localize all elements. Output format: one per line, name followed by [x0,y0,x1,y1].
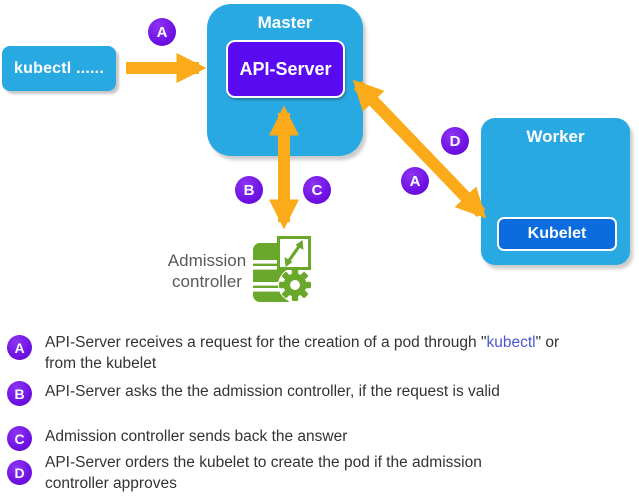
api-server-label: API-Server [239,58,332,79]
legend-text-b: API-Server asks the the admission contro… [45,383,500,400]
master-title: Master [257,13,313,32]
legend-item-a: A API-Server receives a request for the … [7,332,635,374]
admission-controller-icon [251,236,312,302]
badge-b: B [235,176,263,204]
gear-icon [278,268,312,302]
badge-a-diagonal: A [401,167,429,195]
legend-text-d: API-Server orders the kubelet to create … [45,454,482,492]
kubectl-box: kubectl ...... [2,46,116,91]
legend-badge-d: D [7,460,32,485]
master-box: Master API-Server [207,4,363,156]
kubelet-box: Kubelet [497,217,617,251]
kubectl-highlight: kubectl [486,334,536,351]
legend-item-d: D API-Server orders the kubelet to creat… [7,452,635,494]
legend-text-c: Admission controller sends back the answ… [45,428,348,445]
legend-item-c: C Admission controller sends back the an… [7,426,635,451]
worker-box: Worker Kubelet [481,118,630,265]
badge-a-top: A [148,18,176,46]
resize-arrows-icon [277,236,311,270]
legend-badge-a: A [7,335,32,360]
kubelet-label: Kubelet [527,225,587,242]
kubectl-label: kubectl ...... [14,59,104,77]
badge-c: C [303,176,331,204]
badge-d: D [441,127,469,155]
worker-title: Worker [526,127,585,146]
legend-text-a: API-Server receives a request for the cr… [45,334,560,372]
legend-badge-c: C [7,426,32,451]
legend-item-b: B API-Server asks the the admission cont… [7,381,635,406]
legend-badge-b: B [7,381,32,406]
api-server-box: API-Server [226,40,345,98]
admission-controller-label: Admission controller [167,251,247,291]
